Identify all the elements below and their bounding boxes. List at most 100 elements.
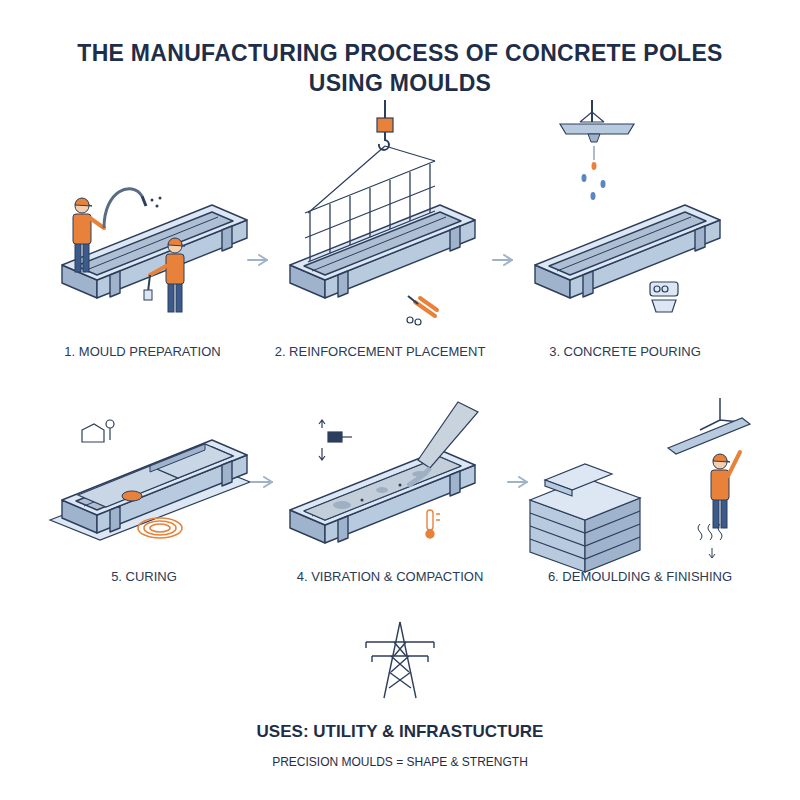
gauge-icon xyxy=(82,424,104,442)
process-step: 2. REINFORCEMENT PLACEMENT xyxy=(270,110,490,360)
mould-preparation-art xyxy=(159,197,162,200)
pouring-art xyxy=(535,100,720,312)
pliers-icon xyxy=(415,298,437,316)
flow-arrow xyxy=(508,481,527,483)
demoulding-art xyxy=(709,548,715,558)
mould-preparation-art xyxy=(142,196,146,206)
process-step: 5. CURING xyxy=(40,390,248,585)
mould-preparation-art xyxy=(62,189,247,312)
pliers-icon xyxy=(407,296,437,325)
mould-preparation-art xyxy=(150,266,166,275)
reinforcement-art xyxy=(308,146,435,213)
flow-arrow xyxy=(493,259,512,261)
tower-icon xyxy=(366,642,434,662)
gauge-icon xyxy=(109,428,110,440)
pouring-art xyxy=(560,124,634,134)
demoulding-art xyxy=(711,454,730,528)
process-step: 3. CONCRETE POURING xyxy=(515,110,735,360)
pouring-art xyxy=(591,192,596,200)
mixer-icon xyxy=(650,282,678,296)
reinforcement-art xyxy=(305,161,435,262)
reinforcement-art xyxy=(377,118,393,132)
mixer-icon xyxy=(652,300,676,312)
flow-arrow xyxy=(251,481,272,483)
vibrator-icon xyxy=(319,420,325,460)
vibration-art xyxy=(333,501,351,509)
step-label: 1. MOULD PREPARATION xyxy=(64,344,220,360)
reinforcement-art xyxy=(310,164,430,261)
tagline-box: PRECISION MOULDS = SHAPE & STRENGTH xyxy=(60,752,740,770)
vibration-art xyxy=(290,402,478,543)
demoulding-art xyxy=(530,511,640,559)
vibration-art xyxy=(304,457,461,520)
process-step: 6. DEMOULDING & FINISHING xyxy=(530,390,750,585)
demoulding-art xyxy=(728,452,740,476)
thermometer-icon xyxy=(436,514,440,520)
process-step: 1. MOULD PREPARATION xyxy=(40,110,245,360)
vibrator-icon xyxy=(342,436,352,437)
vibration-art xyxy=(418,402,478,468)
mould-preparation-art xyxy=(62,205,247,298)
step-label: 4. VIBRATION & COMPACTION xyxy=(297,569,484,585)
gauge-icon xyxy=(106,420,114,428)
pouring-art xyxy=(592,162,597,170)
tower-icon xyxy=(389,642,411,688)
vibration-art xyxy=(408,468,430,486)
uses-heading-box: USES: UTILITY & INFRASTUCTURE xyxy=(60,722,740,742)
thermometer-icon xyxy=(426,530,434,538)
pouring-art xyxy=(591,100,593,122)
curing-art xyxy=(122,491,142,501)
vibration-art xyxy=(290,450,475,543)
vibrator-icon xyxy=(328,432,342,442)
step-label: 6. DEMOULDING & FINISHING xyxy=(548,569,732,585)
mould-preparation-art xyxy=(151,199,154,202)
pouring-art xyxy=(588,134,600,142)
curing-art xyxy=(144,521,176,535)
tower-icon xyxy=(384,622,416,698)
mixer-icon xyxy=(654,286,660,292)
mould-preparation-art xyxy=(144,290,152,300)
diagram-title: THE MANUFACTURING PROCESS OF CONCRETE PO… xyxy=(40,38,760,98)
curing-art xyxy=(138,518,182,538)
gauge-icon xyxy=(82,420,114,442)
curing-art xyxy=(138,518,182,538)
mould-preparation-art xyxy=(73,198,92,272)
mould-preparation-art xyxy=(104,189,142,228)
thermometer-icon xyxy=(427,510,433,530)
thermometer-icon xyxy=(426,510,440,538)
process-step: 4. VIBRATION & COMPACTION xyxy=(275,390,505,585)
curing-art xyxy=(150,444,233,478)
curing-art xyxy=(50,420,250,540)
reinforcement-art xyxy=(384,100,386,118)
pouring-art xyxy=(535,205,720,298)
pouring-art xyxy=(593,146,595,160)
flow-arrow xyxy=(248,259,267,261)
pliers-icon xyxy=(408,296,418,304)
pliers-icon xyxy=(407,317,413,323)
pouring-art xyxy=(582,174,587,182)
pliers-icon xyxy=(415,319,421,325)
reinforcement-art xyxy=(290,205,475,298)
pouring-art xyxy=(580,112,604,122)
demoulding-art xyxy=(668,418,750,454)
reinforcement-art xyxy=(290,100,475,325)
reinforcement-art xyxy=(305,161,435,262)
vibrator-icon xyxy=(319,420,352,460)
step-label: 2. REINFORCEMENT PLACEMENT xyxy=(275,344,486,360)
curing-art xyxy=(150,524,170,532)
uses-heading: USES: UTILITY & INFRASTUCTURE xyxy=(257,722,544,742)
pouring-art xyxy=(601,180,606,188)
demoulding-art xyxy=(545,480,572,496)
vibration-art xyxy=(376,487,388,493)
mould-preparation-art xyxy=(148,275,150,292)
step-label: 3. CONCRETE POURING xyxy=(549,344,701,360)
curing-art xyxy=(150,444,205,472)
step-label: 5. CURING xyxy=(111,569,177,585)
demoulding-art xyxy=(698,524,722,540)
demoulding-art xyxy=(530,398,750,572)
mixer-icon xyxy=(650,282,678,312)
tagline: PRECISION MOULDS = SHAPE & STRENGTH xyxy=(272,755,528,769)
